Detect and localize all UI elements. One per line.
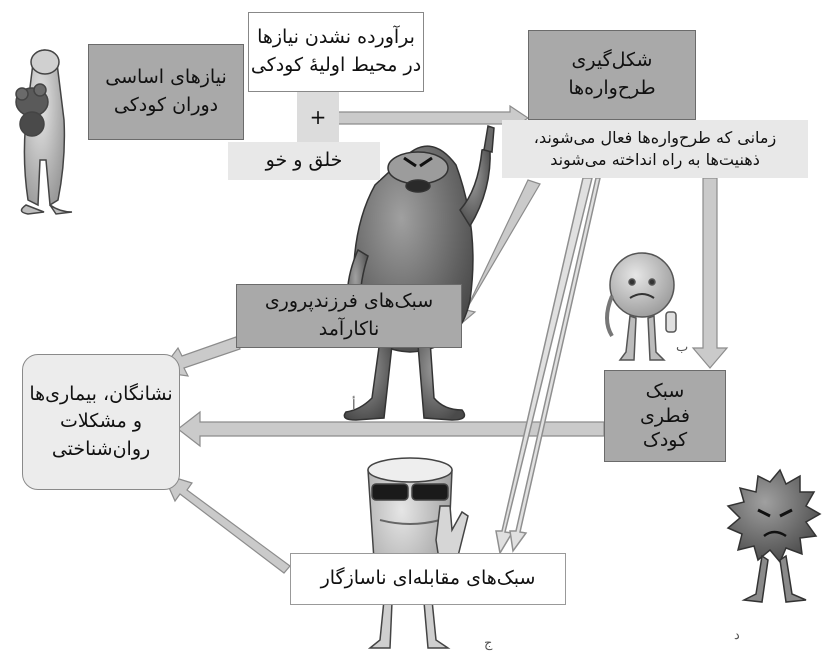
schema-activation-line2: ذهنیت‌ها به راه انداخته می‌شوند bbox=[550, 150, 760, 169]
unmet-needs-line2: در محیط اولیهٔ کودکی bbox=[250, 54, 422, 76]
parenting-line2: ناکارآمد bbox=[318, 318, 380, 340]
child-figure bbox=[15, 49, 73, 215]
innate-style-line1: سبک bbox=[645, 379, 685, 402]
schema-activation-box: زمانی که طرح‌واره‌ها فعال می‌شوند، ذهنیت… bbox=[502, 120, 808, 178]
parenting-styles-box: سبک‌های فرزندپروری ناکارآمد bbox=[236, 284, 462, 348]
spiky-angry-figure bbox=[726, 468, 822, 603]
innate-style-box: سبک فطری کودک bbox=[604, 370, 726, 462]
arrow-coping-to-symptoms bbox=[161, 473, 291, 574]
plus-box: + bbox=[297, 92, 339, 142]
temperament-box: خلق و خو bbox=[228, 142, 380, 180]
symptoms-line1: نشانگان، بیماری‌ها bbox=[29, 382, 173, 405]
figure-tag-b: ب bbox=[676, 340, 689, 355]
unmet-needs-box: برآورده نشدن نیازها در محیط اولیهٔ کودکی bbox=[248, 12, 424, 92]
arrow-to-coping-b bbox=[509, 177, 601, 553]
schema-activation-line1: زمانی که طرح‌واره‌ها فعال می‌شوند، bbox=[533, 127, 777, 147]
figure-tag-d: د bbox=[734, 628, 740, 643]
symptoms-line2: و مشکلات bbox=[59, 410, 143, 433]
coping-styles-box: سبک‌های مقابله‌ای ناسازگار bbox=[290, 553, 566, 605]
basic-needs-box: نیازهای اساسی دوران کودکی bbox=[88, 44, 244, 140]
innate-style-line3: کودک bbox=[642, 429, 688, 452]
innate-style-line2: فطری bbox=[639, 404, 691, 427]
plus-sign: + bbox=[309, 105, 327, 129]
schema-formation-line1: شکل‌گیری bbox=[571, 49, 653, 72]
basic-needs-line2: دوران کودکی bbox=[113, 94, 219, 116]
basic-needs-line1: نیازهای اساسی bbox=[105, 66, 227, 89]
arrow-to-innate-style bbox=[691, 177, 729, 369]
parenting-line1: سبک‌های فرزندپروری bbox=[264, 290, 434, 313]
schema-formation-box: شکل‌گیری طرح‌واره‌ها bbox=[528, 30, 696, 120]
figure-tag-c: ج bbox=[484, 636, 493, 651]
unmet-needs-line1: برآورده نشدن نیازها bbox=[257, 26, 415, 49]
figure-tag-a: أ bbox=[352, 398, 356, 413]
sad-figure bbox=[605, 252, 677, 361]
arrow-innate-to-symptoms bbox=[177, 410, 605, 448]
coping-label: سبک‌های مقابله‌ای ناسازگار bbox=[320, 567, 536, 590]
arrow-to-schema-formation bbox=[337, 104, 530, 132]
temperament-label: خلق و خو bbox=[265, 149, 343, 172]
symptoms-box: نشانگان، بیماری‌ها و مشکلات روان‌شناختی bbox=[22, 354, 180, 490]
symptoms-line3: روان‌شناختی bbox=[51, 437, 151, 460]
schema-formation-line2: طرح‌واره‌ها bbox=[568, 77, 656, 99]
